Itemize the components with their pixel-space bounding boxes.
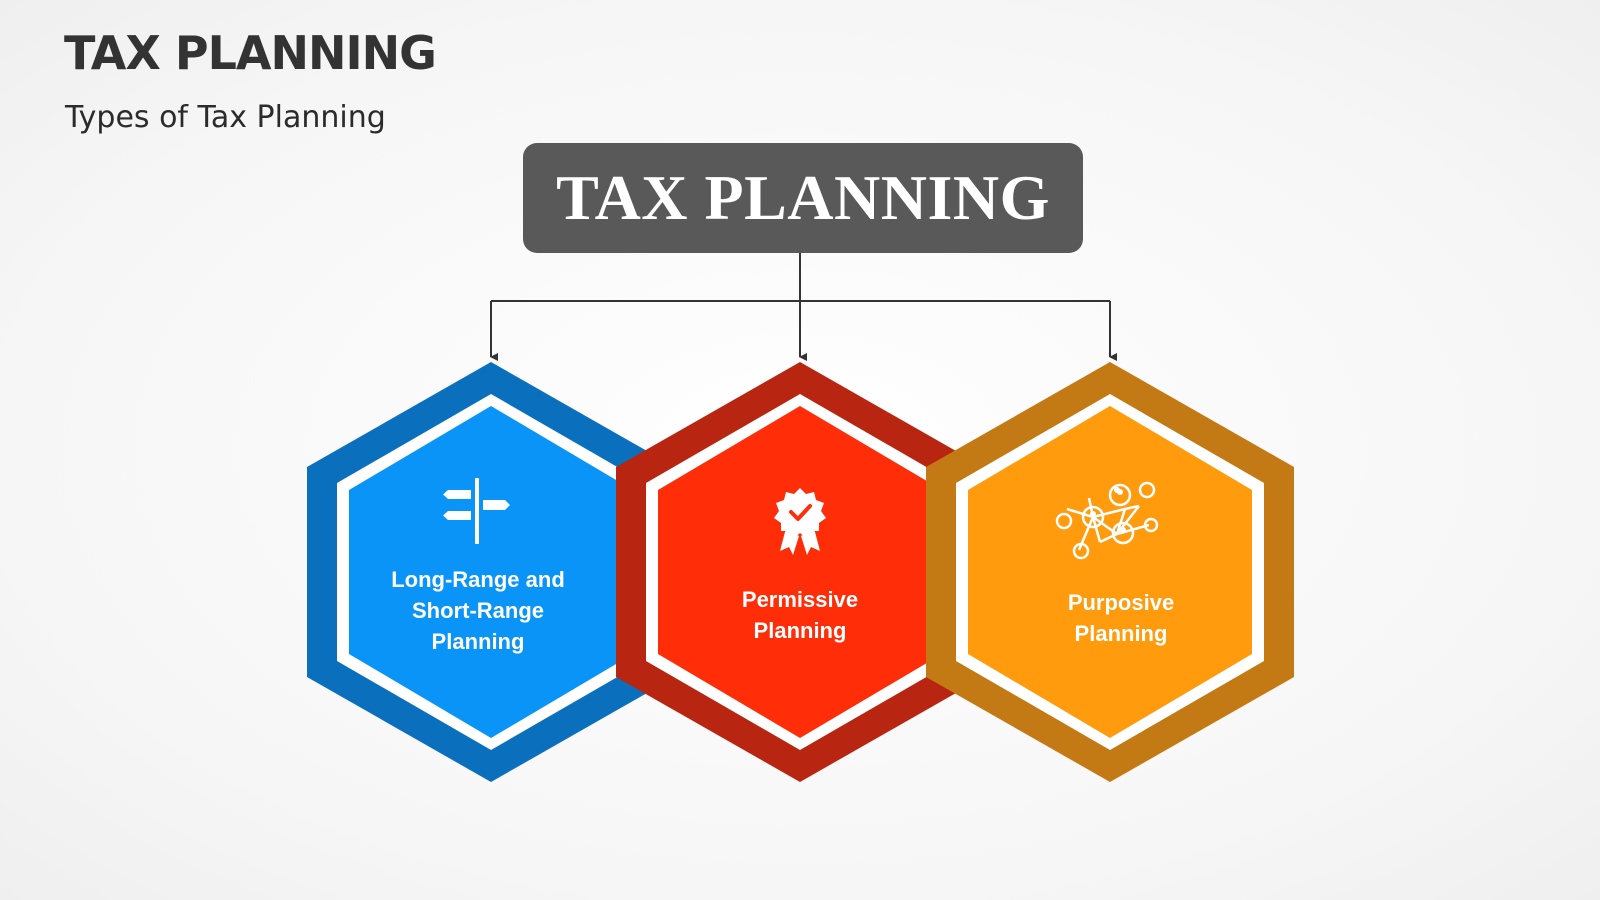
hex-inner-1: [349, 406, 633, 738]
signpost-icon: [443, 478, 510, 544]
root-node-label: TAX PLANNING: [556, 162, 1050, 233]
root-node: TAX PLANNING: [523, 143, 1083, 253]
hex-inner-2: [658, 406, 942, 738]
hexagon-node-3: [926, 362, 1294, 782]
node-label-2: Permissive Planning: [741, 587, 859, 643]
network-icon: [1055, 481, 1159, 560]
connector-lines: [490, 253, 1117, 361]
node-label-3: Purposive Planning: [1067, 590, 1175, 646]
slide-subtitle: Types of Tax Planning: [65, 100, 386, 135]
slide-title: TAX PLANNING: [64, 26, 437, 80]
hex-inner-3: [968, 406, 1252, 738]
node-label-1: Long-Range and Short-Range Planning: [391, 567, 565, 654]
hexagon-node-2: [616, 362, 984, 782]
hexagon-node-1: [307, 362, 675, 782]
badge-check-icon: [774, 488, 826, 555]
